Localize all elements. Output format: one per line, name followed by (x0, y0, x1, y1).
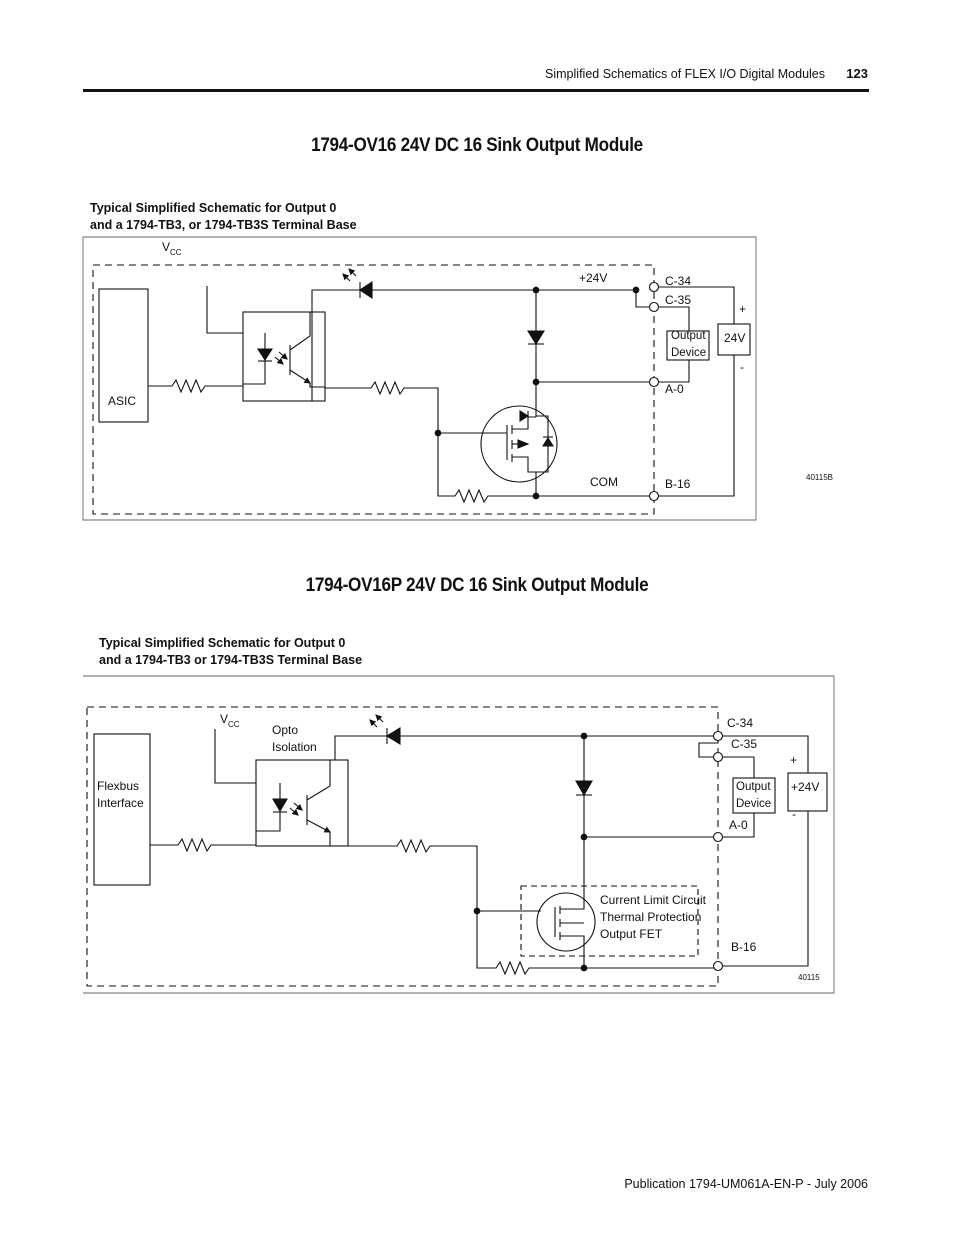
a0-label-2: A-0 (729, 818, 748, 832)
opto-label-line2: Isolation (272, 740, 317, 754)
supply-2-minus: - (792, 807, 796, 821)
caption-2-line-1: Typical Simplified Schematic for Output … (99, 636, 346, 650)
optocoupler-2 (255, 759, 349, 847)
schematic-2-labels: V CC Opto Isolation Flexbus Interface Cu… (97, 712, 820, 982)
a0-label-1: A-0 (665, 382, 684, 396)
vcc-label-1: V (162, 240, 170, 254)
output-device-1 (666, 330, 710, 361)
schematic-1 (82, 236, 757, 521)
running-header: Simplified Schematics of FLEX I/O Digita… (545, 67, 825, 81)
flexbus-block (93, 733, 151, 886)
section-title-2: 1794-OV16P 24V DC 16 Sink Output Module (305, 575, 649, 596)
c35-label-1: C-35 (665, 293, 691, 307)
caption-1-line-1: Typical Simplified Schematic for Output … (90, 201, 337, 215)
opto-label-line1: Opto (272, 723, 298, 737)
vcc-sub-2: CC (228, 720, 240, 729)
figure-caption-2: Typical Simplified Schematic for Output … (99, 635, 362, 669)
supply-1-minus: - (740, 360, 744, 374)
publication-footer: Publication 1794-UM061A-EN-P - July 2006 (624, 1177, 868, 1191)
asic-label: ASIC (108, 394, 136, 408)
optocoupler-1 (242, 311, 326, 402)
b16-label-2: B-16 (731, 940, 757, 954)
flexbus-label-line2: Interface (97, 796, 144, 810)
com-label: COM (590, 475, 618, 489)
supply-1-label: 24V (724, 331, 745, 345)
figure-id-2: 40115 (798, 973, 820, 982)
schematic-2-frame (83, 675, 835, 994)
protected-fet-block (520, 885, 699, 957)
c34-label-1: C-34 (665, 274, 691, 288)
output-device-1-line2: Device (671, 347, 706, 359)
fet-label-line2: Thermal Protection (600, 910, 701, 924)
figure-id-1: 40115B (806, 473, 833, 482)
vcc-sub-1: CC (170, 248, 182, 257)
output-device-2-line2: Device (736, 798, 771, 810)
fet-label-line3: Output FET (600, 927, 663, 941)
c34-label-2: C-34 (727, 716, 753, 730)
page-number: 123 (846, 66, 868, 81)
supply-2-label: +24V (791, 780, 819, 794)
schematic-1-module-boundary (92, 264, 655, 515)
header-rule (83, 89, 869, 92)
vcc-label-2: V (220, 712, 228, 726)
plus24v-label: +24V (579, 271, 607, 285)
schematic-1-frame (82, 236, 757, 521)
caption-2-line-2: and a 1794-TB3 or 1794-TB3S Terminal Bas… (99, 653, 363, 667)
schematic-2-module-boundary (86, 706, 719, 987)
fet-label-line1: Current Limit Circuit (600, 893, 707, 907)
b16-label-1: B-16 (665, 477, 691, 491)
c35-label-2: C-35 (731, 737, 757, 751)
supply-1-plus: + (739, 302, 746, 316)
flexbus-label-line1: Flexbus (97, 779, 139, 793)
asic-block (98, 288, 149, 423)
schematic-1-labels: V CC ASIC +24V COM C-34 C-35 A-0 B-16 Ou… (108, 240, 833, 491)
section-title-1: 1794-OV16 24V DC 16 Sink Output Module (311, 135, 643, 156)
output-device-2-line1: Output (736, 781, 771, 793)
caption-1-line-2: and a 1794-TB3, or 1794-TB3S Terminal Ba… (90, 218, 357, 232)
supply-2-plus: + (790, 753, 797, 767)
schematic-2 (83, 675, 835, 994)
figure-caption-1: Typical Simplified Schematic for Output … (90, 200, 357, 234)
output-device-1-line1: Output (671, 330, 706, 342)
